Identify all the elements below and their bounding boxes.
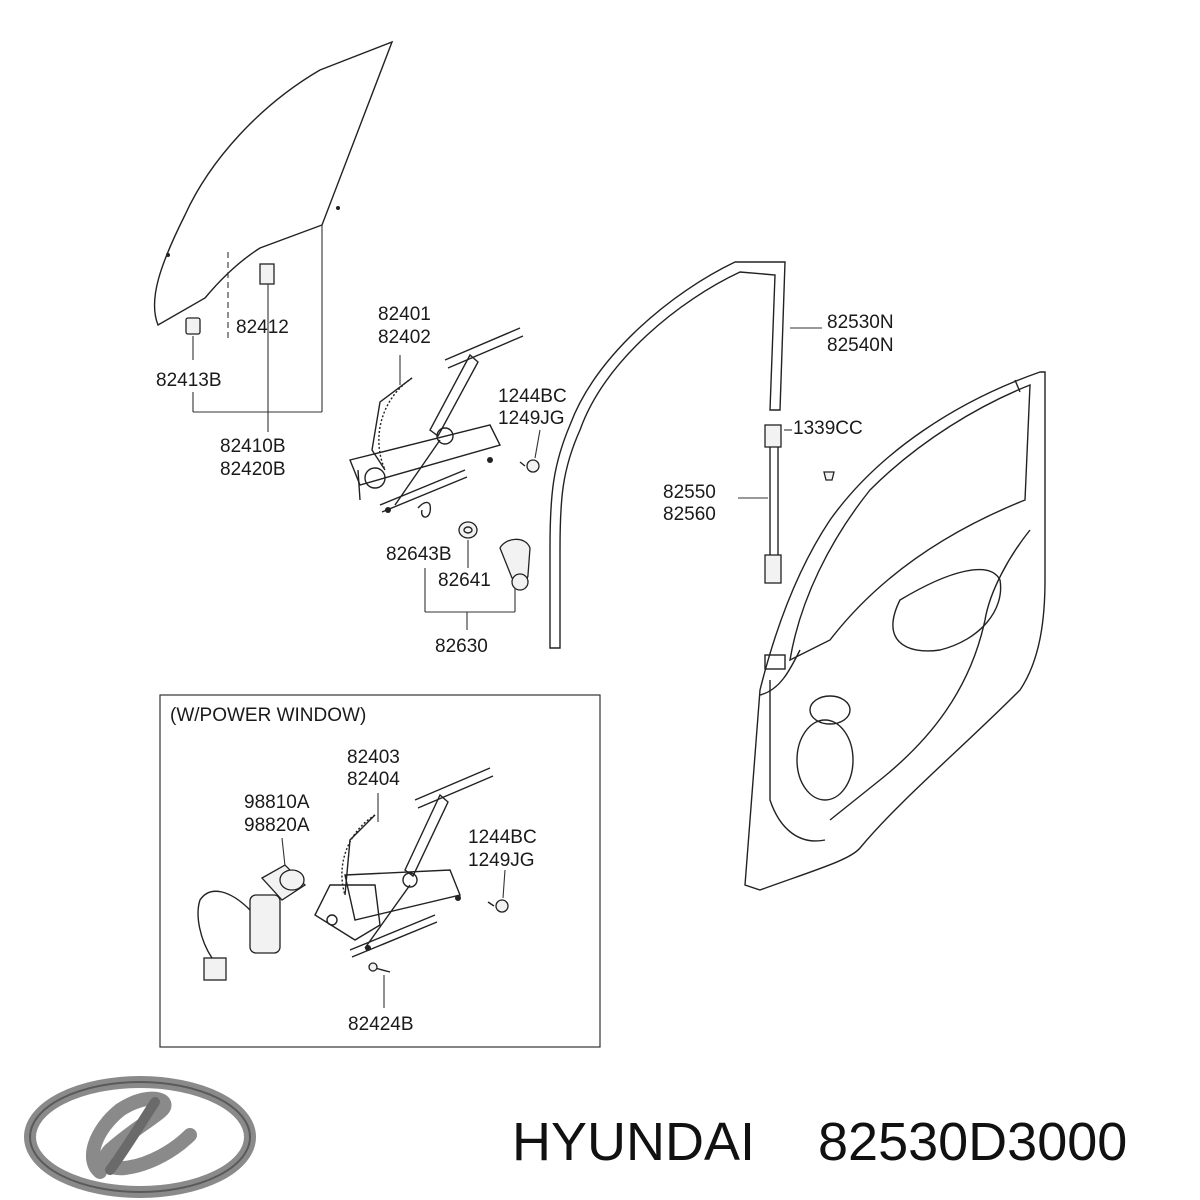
glass-assembly-bracket (193, 225, 323, 432)
label-82560: 82560 (663, 504, 716, 525)
power-window-inset (159, 694, 601, 1048)
label-82420B: 82420B (220, 459, 286, 480)
motor-mount-screw (368, 962, 391, 1008)
crank-assembly-bracket (424, 540, 515, 630)
label-1249JG-manual: 1249JG (498, 408, 565, 429)
door-run-channel (549, 261, 822, 649)
spring-clip (417, 501, 432, 518)
label-82550: 82550 (663, 482, 716, 503)
label-82530N: 82530N (827, 312, 894, 333)
label-82424B: 82424B (348, 1014, 414, 1035)
glass-channel-bracket (227, 252, 275, 412)
power-regulator (314, 767, 494, 958)
label-1339CC: 1339CC (793, 418, 863, 439)
window-crank-handle (499, 538, 531, 612)
label-82404: 82404 (347, 769, 400, 790)
label-82403: 82403 (347, 747, 400, 768)
label-82413B: 82413B (156, 370, 222, 391)
channel-nut (823, 471, 835, 481)
label-1244BC-manual: 1244BC (498, 386, 567, 407)
label-1244BC-power: 1244BC (468, 827, 537, 848)
label-98810A: 98810A (244, 792, 310, 813)
front-door-panel (744, 371, 1046, 891)
label-82412: 82412 (236, 317, 289, 338)
regulator-bolt-b (487, 869, 509, 913)
regulator-bolt-a (519, 429, 541, 473)
hyundai-logo-icon (24, 1076, 256, 1198)
rear-guide-channel (738, 424, 792, 584)
glass-clip (185, 317, 201, 412)
label-82402: 82402 (378, 327, 431, 348)
label-82410B: 82410B (220, 436, 286, 457)
window-motor (197, 837, 307, 981)
label-82540N: 82540N (827, 335, 894, 356)
part-number: 82530D3000 (818, 1112, 1127, 1172)
label-1249JG-power: 1249JG (468, 850, 535, 871)
label-82643B: 82643B (386, 544, 452, 565)
brand-name: HYUNDAI (512, 1112, 755, 1172)
label-98820A: 98820A (244, 815, 310, 836)
manual-regulator (349, 327, 524, 513)
handle-washer (458, 521, 478, 539)
label-82401: 82401 (378, 304, 431, 325)
inset-title: (W/POWER WINDOW) (170, 705, 366, 726)
door-glass (153, 40, 394, 327)
label-82630: 82630 (435, 636, 488, 657)
label-82641: 82641 (438, 570, 491, 591)
